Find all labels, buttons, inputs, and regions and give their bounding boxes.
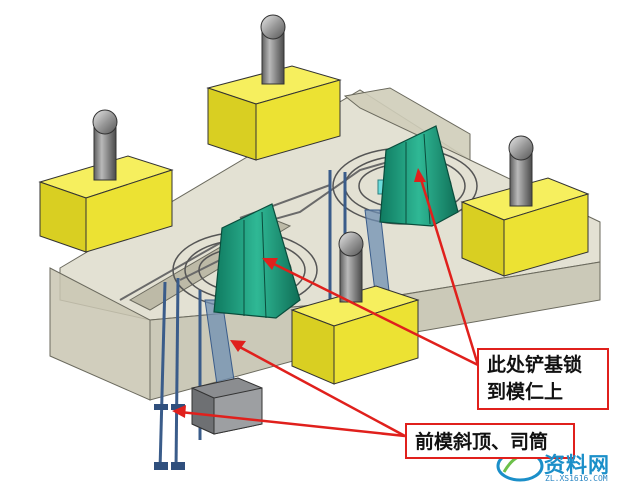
guide-post-left — [92, 109, 118, 181]
yellow-block-front — [290, 285, 420, 385]
callout-lifter-text: 前模斜顶、司筒 — [415, 431, 549, 453]
guide-post-right — [508, 135, 534, 207]
lifter-base-block — [191, 377, 263, 435]
callout-lock-to-core: 此处铲基锁 到模仁上 — [477, 348, 609, 410]
callout-lock-line1: 此处铲基锁 — [487, 354, 583, 376]
lifter-rod-ends — [154, 404, 185, 470]
callout-lock-line2: 到模仁上 — [487, 381, 564, 403]
watermark-text: 资料网 — [544, 453, 610, 477]
guide-post-top — [260, 14, 286, 85]
green-lifter-left — [213, 203, 301, 319]
callout-front-lifter: 前模斜顶、司筒 — [405, 423, 575, 459]
watermark-url: ZL.XS1616.COM — [545, 474, 608, 483]
guide-post-front — [338, 231, 364, 303]
yellow-block-top — [206, 65, 342, 161]
yellow-block-left — [38, 155, 174, 253]
callout-arrows — [172, 168, 480, 438]
